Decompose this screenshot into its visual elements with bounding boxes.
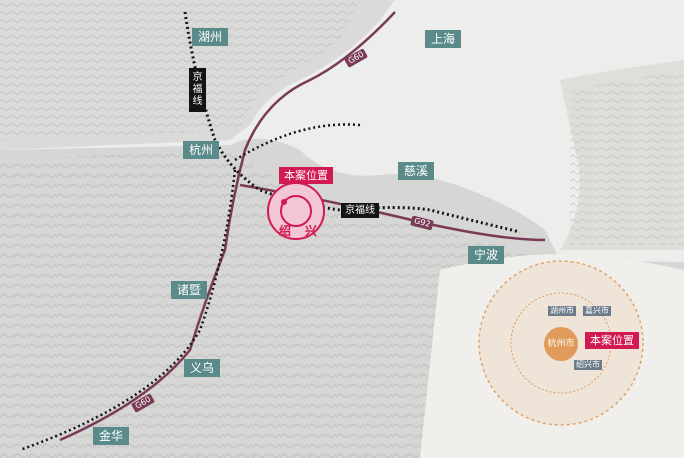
label-ningbo: 宁波 — [468, 246, 505, 264]
label-yiwu: 义乌 — [184, 359, 221, 377]
inset-site-label: 本案位置 — [585, 332, 639, 349]
rail-southwest — [19, 169, 237, 452]
district-char-right: 兴 — [305, 224, 318, 238]
site-ring-inner — [280, 195, 312, 227]
g60-highway — [59, 11, 396, 442]
mountain-texture — [0, 150, 540, 458]
label-jinhua: 金华 — [93, 427, 130, 445]
rail-hangzhou-east — [234, 123, 361, 162]
rail-tag-vertical: 京福线 — [189, 68, 206, 112]
mountain-texture-2 — [0, 0, 360, 140]
inset-label-jiaxing: 嘉兴市 — [583, 306, 611, 316]
label-huzhou: 湖州 — [192, 28, 229, 46]
inset-center-hangzhou: 杭州市 — [544, 327, 578, 361]
site-label: 本案位置 — [279, 167, 333, 184]
inset-label-huzhou: 湖州市 — [548, 306, 576, 316]
label-hangzhou: 杭州 — [183, 141, 220, 159]
label-cixi: 慈溪 — [398, 162, 435, 180]
rail-tag-horizontal: 京福线 — [341, 203, 379, 218]
jingfu-rail — [183, 11, 521, 234]
label-zhuji: 诸暨 — [171, 281, 208, 299]
coast-texture-east-ridges — [570, 70, 684, 245]
inset-label-shaoxing: 绍兴市 — [574, 360, 602, 370]
label-shanghai: 上海 — [425, 30, 462, 48]
district-char-left: 绍 — [279, 224, 292, 238]
site-dot — [281, 199, 287, 205]
